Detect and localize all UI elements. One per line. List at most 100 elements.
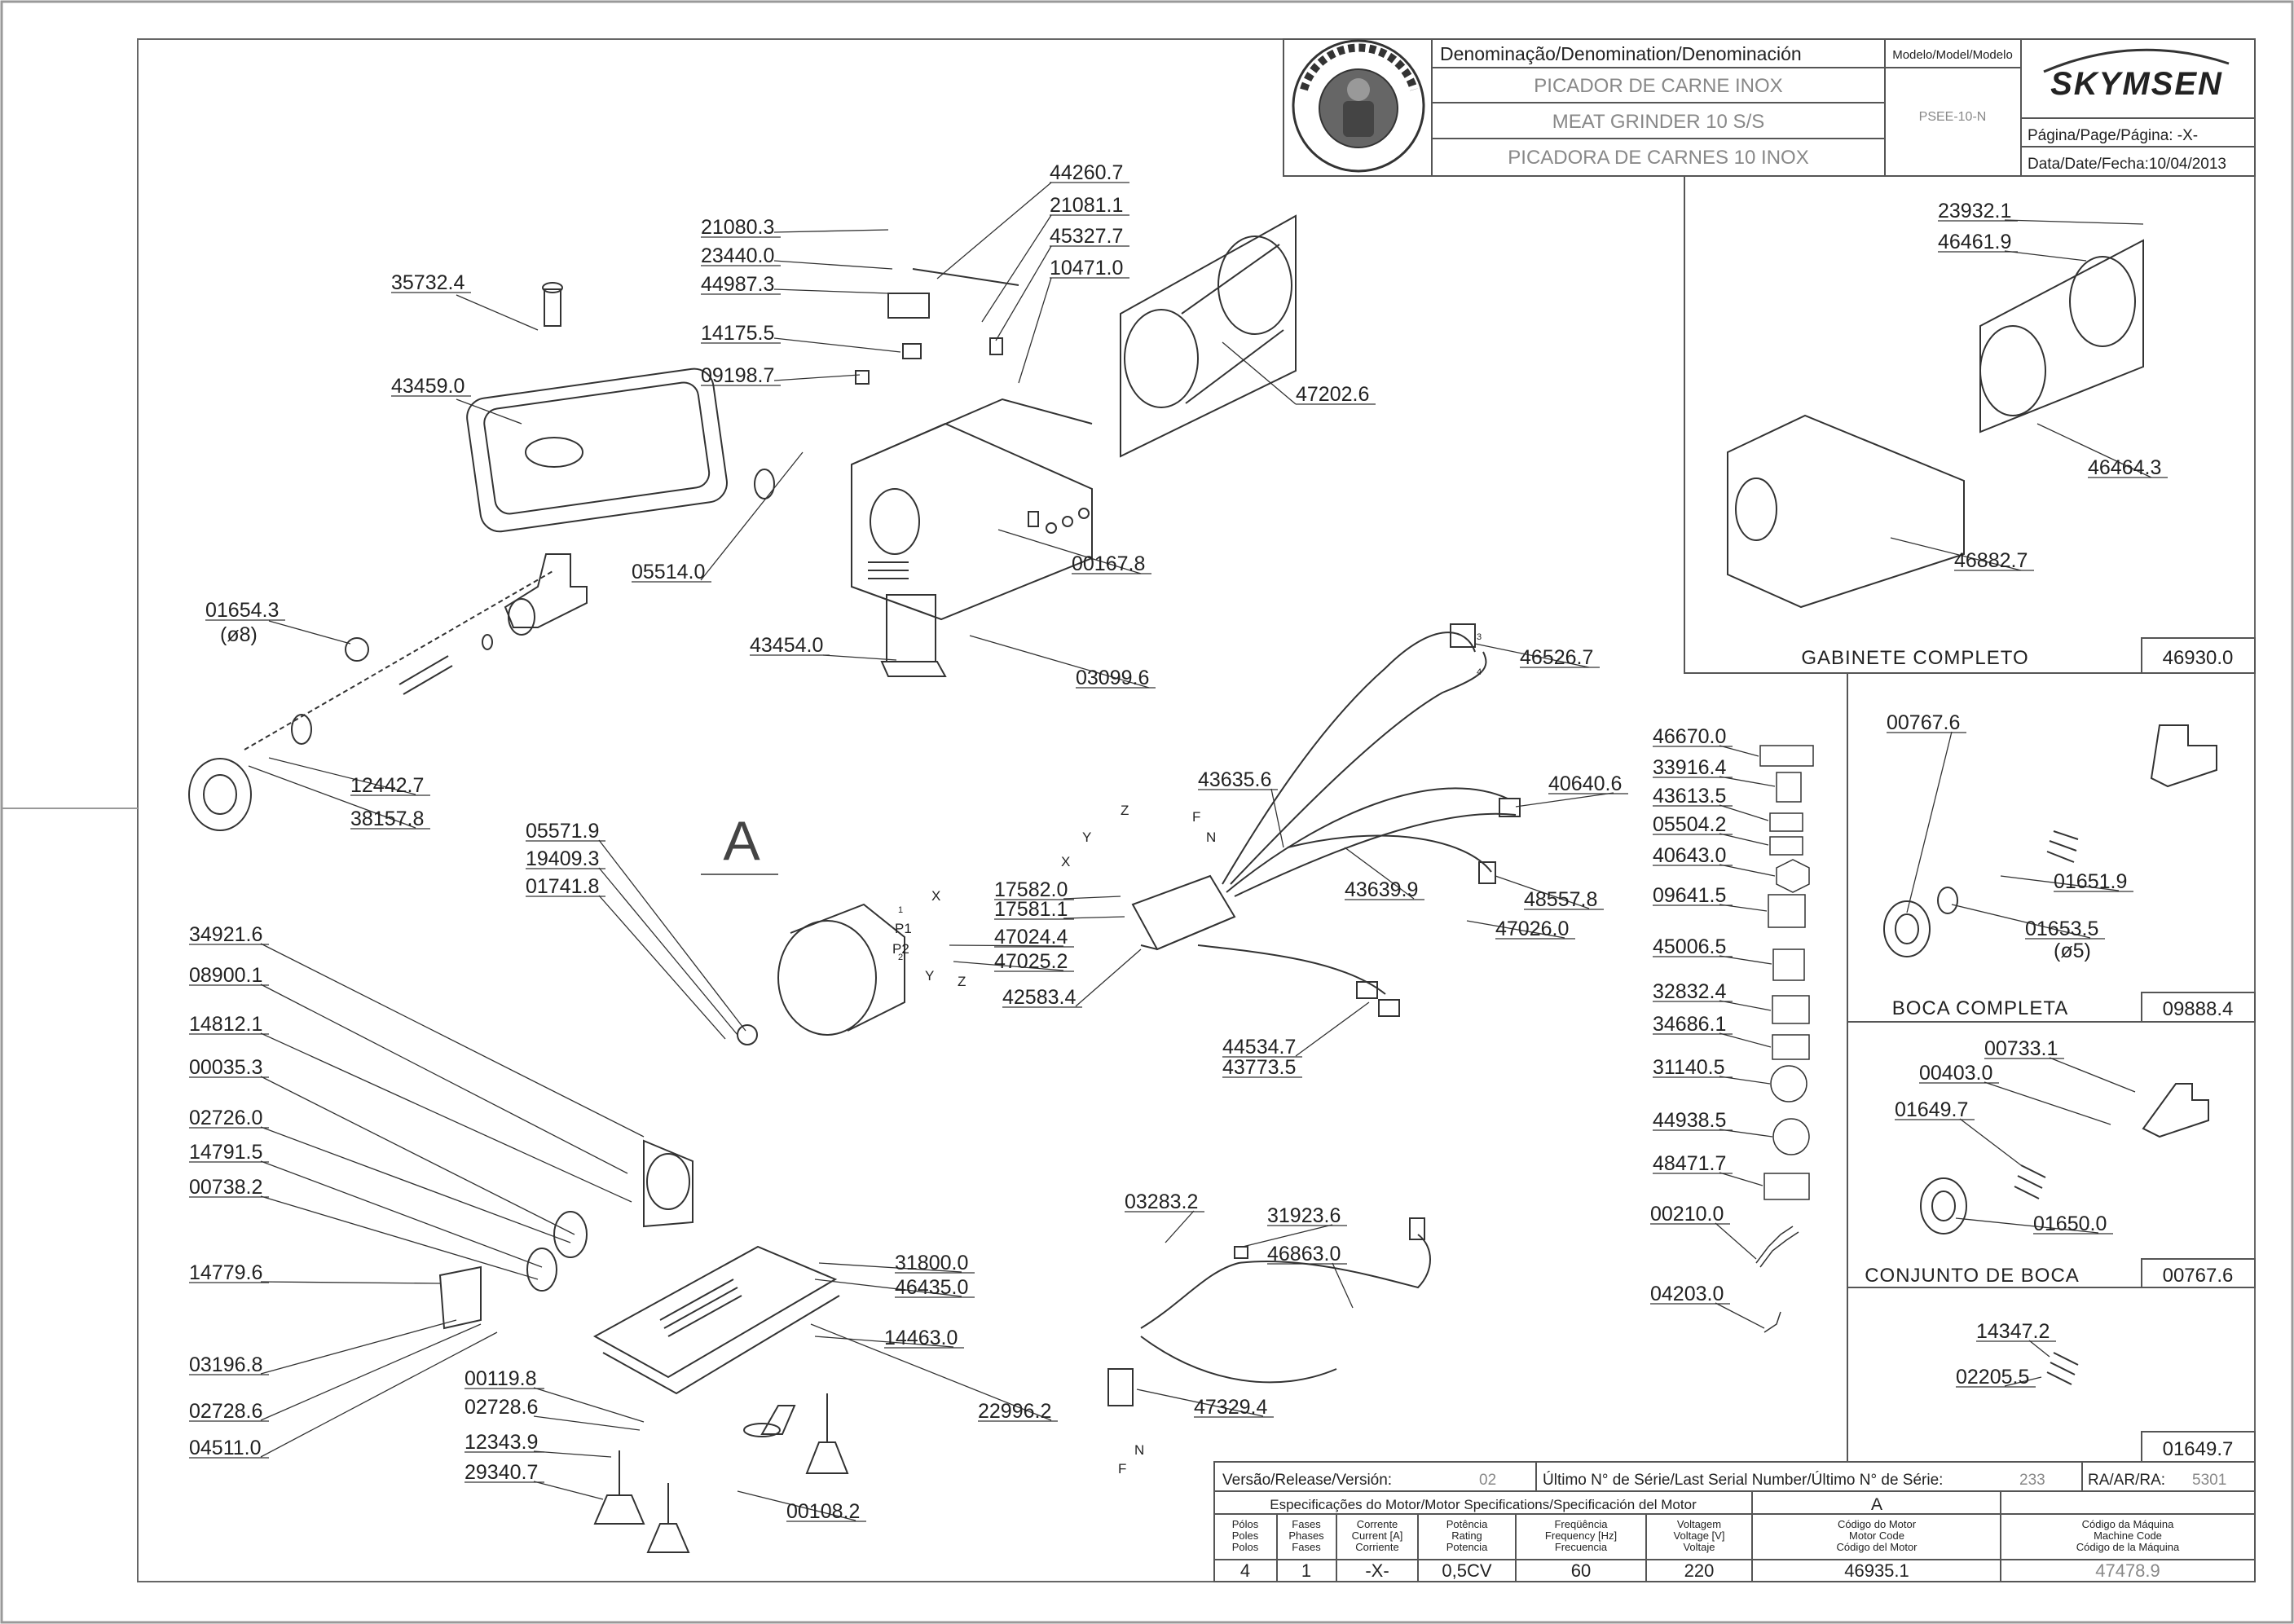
poles-value: 4 (1240, 1560, 1250, 1581)
leader-line (1719, 864, 1776, 877)
svg-text:Y: Y (1082, 830, 1091, 845)
leader-line (2004, 1376, 2042, 1387)
part-number-44260-7: 44260.7 (1050, 161, 1123, 184)
voltage-value: 220 (1684, 1560, 1715, 1581)
leader-line (1719, 904, 1768, 912)
leader-line (700, 451, 804, 581)
part-number-34921-6: 34921.6 (189, 923, 262, 946)
part-number-00733-1: 00733.1 (1984, 1037, 2058, 1060)
leader-line (260, 943, 645, 1138)
leader-line (1951, 904, 2091, 939)
leader-line (1719, 955, 1772, 965)
svg-text:4: 4 (1477, 667, 1482, 677)
spec-header-motor-code: Código del Motor (1837, 1541, 1918, 1553)
leader-line (268, 620, 351, 645)
leader-line (1332, 1262, 1354, 1309)
leader-line (260, 984, 628, 1174)
svg-text:N: N (1134, 1442, 1144, 1458)
motor-code-value: 46935.1 (1844, 1560, 1909, 1581)
part-number-17582-0: 17582.0 (994, 878, 1068, 901)
leader-line (260, 1195, 539, 1280)
leader-line (1295, 1001, 1370, 1057)
gabinete-title: GABINETE COMPLETO (1801, 647, 2028, 669)
part-number-45006-5: 45006.5 (1653, 935, 1726, 958)
ra-label: RA/AR/RA: (2088, 1472, 2165, 1489)
leader-line (1063, 896, 1121, 900)
spec-header-phases: Fases (1292, 1518, 1321, 1530)
leader-line (260, 1032, 632, 1203)
boca-code: 09888.4 (2163, 998, 2234, 1020)
spec-header-phases: Phases (1288, 1529, 1324, 1542)
ra-value: 5301 (2192, 1472, 2226, 1489)
part-number-03196-8: 03196.8 (189, 1353, 262, 1376)
svg-text:Z: Z (1121, 803, 1129, 818)
part-number-00108-2: 00108.2 (786, 1500, 860, 1523)
part-number-14812-1: 14812.1 (189, 1013, 262, 1036)
leader-line (2036, 423, 2152, 478)
leader-line (969, 635, 1150, 689)
spec-header-power: Rating (1451, 1529, 1482, 1542)
title-block (1283, 38, 2256, 177)
page-label: Página/Page/Página: -X- (2028, 127, 2198, 144)
svg-text:N: N (1206, 830, 1216, 845)
leader-line (1719, 1129, 1773, 1138)
spec-header-power: Potencia (1446, 1541, 1488, 1553)
svg-text:Y: Y (925, 968, 934, 984)
leader-line (1270, 788, 1284, 848)
part-number-00767-6: 00767.6 (1887, 711, 1960, 734)
leader-line (533, 1415, 641, 1431)
svg-text:X: X (1061, 854, 1070, 869)
leader-line (1719, 1172, 1763, 1186)
current-value: -X- (1365, 1560, 1389, 1581)
part-number-29340-7: 29340.7 (465, 1461, 538, 1484)
part-number-48557-8: 48557.8 (1524, 888, 1597, 911)
leader-line (260, 1160, 543, 1268)
spec-table (1213, 1461, 2256, 1582)
leader-line (1222, 341, 1297, 405)
part-number-14347-2: 14347.2 (1976, 1320, 2050, 1343)
part-number-14791-5: 14791.5 (189, 1141, 262, 1164)
part-number-03099-6: 03099.6 (1076, 667, 1149, 689)
part-number-23932-1: 23932.1 (1938, 200, 2011, 222)
part-number-38157-8: 38157.8 (350, 808, 424, 830)
leader-line (1719, 1000, 1772, 1011)
leader-line (456, 398, 522, 425)
leader-line (737, 1490, 856, 1521)
leader-line (260, 1331, 498, 1458)
part-number-12343-9: 12343.9 (465, 1431, 538, 1454)
leader-line (1715, 1222, 1757, 1260)
conjunto-title: CONJUNTO DE BOCA (1865, 1265, 2080, 1287)
part-number-02728-6: 02728.6 (189, 1400, 262, 1423)
svg-text:P1: P1 (895, 921, 912, 936)
part-number-00119-8: 00119.8 (465, 1367, 537, 1390)
gabinete-code: 46930.0 (2163, 647, 2234, 669)
spec-header-machine-code: Código da Máquina (2082, 1518, 2175, 1530)
spec-header-phases: Fases (1292, 1541, 1321, 1553)
svg-text:F: F (1192, 809, 1200, 825)
leader-line (598, 867, 738, 1036)
leader-line (260, 1076, 575, 1235)
part-number-00403-0: 00403.0 (1919, 1062, 1992, 1085)
part-number-44987-3: 44987.3 (701, 273, 774, 296)
leader-line (2000, 875, 2120, 891)
part-number-43773-5: 43773.5 (1222, 1056, 1296, 1079)
part-number-40643-0: 40643.0 (1653, 844, 1726, 867)
part-number-05504-2: 05504.2 (1653, 813, 1726, 836)
name-pt: PICADOR DE CARNE INOX (1534, 75, 1782, 97)
model-value: PSEE-10-N (1919, 110, 1987, 124)
version-value: 02 (1479, 1472, 1496, 1489)
part-number-01653-5b: (ø5) (2054, 940, 2091, 962)
part-number-09198-7: 09198.7 (701, 364, 774, 387)
part-number-32832-4: 32832.4 (1653, 980, 1726, 1003)
part-number-10471-0: 10471.0 (1050, 257, 1123, 279)
part-number-33916-4: 33916.4 (1653, 756, 1726, 779)
part-labels: 35732.443459.001654.3(ø8)05514.012442.73… (189, 161, 2161, 1523)
part-number-04511-0: 04511.0 (189, 1437, 262, 1459)
leader-line (1136, 1389, 1264, 1417)
leader-line (1719, 745, 1759, 757)
spec-header-current: Corriente (1355, 1541, 1398, 1553)
leader-line (1344, 847, 1415, 900)
part-number-00210-0: 00210.0 (1650, 1203, 1724, 1226)
part-number-17581-1: 17581.1 (994, 898, 1068, 921)
part-number-46435-0: 46435.0 (895, 1276, 968, 1299)
